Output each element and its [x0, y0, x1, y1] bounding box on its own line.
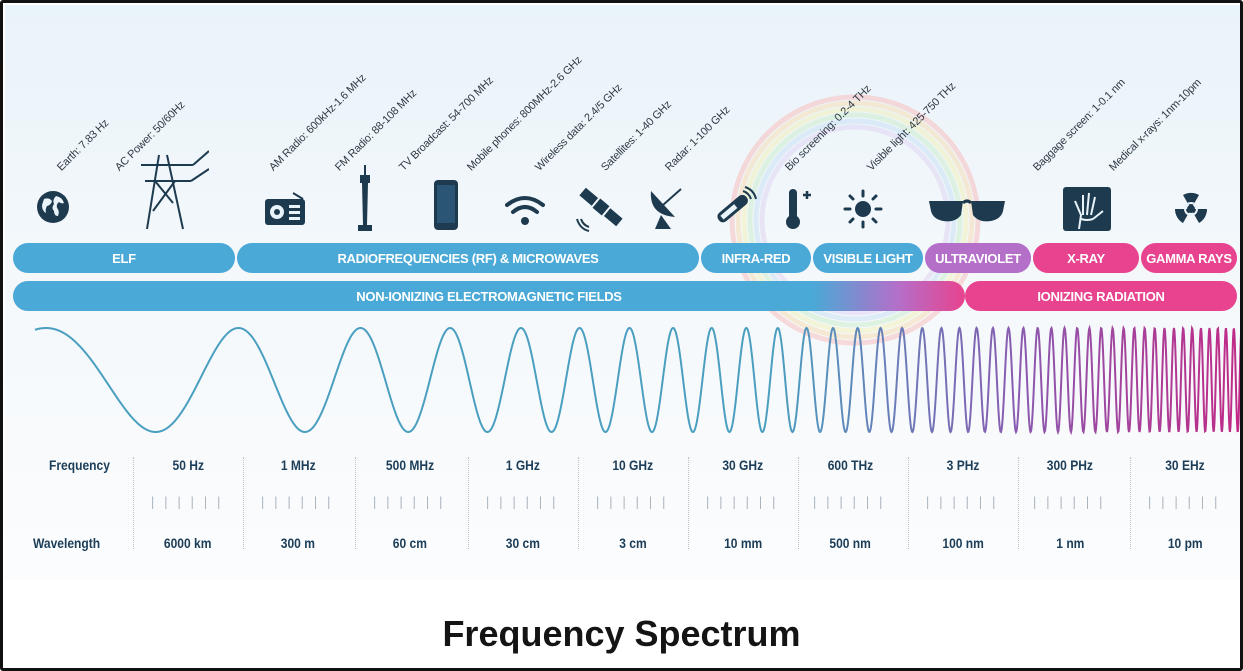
band-radiofrequencies: RADIOFREQUENCIES (RF) & MICROWAVES	[237, 243, 699, 273]
freq-value: 500 MHz	[385, 457, 435, 473]
spectrum-panel: Earth: 7.83 Hz AC Power: 50/60Hz AM Radi…	[5, 5, 1240, 580]
column-separator	[133, 457, 134, 549]
band-infra-red: INFRA-RED	[701, 243, 811, 273]
globe-icon	[37, 191, 69, 223]
wavelength-row-label: Wavelength	[33, 535, 101, 551]
wavelength-value: 30 cm	[505, 535, 541, 551]
wifi-icon	[505, 196, 545, 225]
tick-marks: ||||||	[594, 495, 674, 509]
column-separator	[908, 457, 909, 549]
radar-dish-icon	[650, 188, 682, 229]
freq-value: 1 GHz	[505, 457, 541, 473]
wavelength-value: 3 cm	[619, 535, 647, 551]
tick-marks: ||||||	[811, 495, 891, 509]
column-separator	[1018, 457, 1019, 549]
tick-marks: ||||||	[704, 495, 784, 509]
sunglasses-icon	[929, 199, 1005, 222]
column-separator	[1130, 457, 1131, 549]
wavelength-value: 6000 km	[164, 535, 212, 551]
band-x-ray: X-RAY	[1033, 243, 1139, 273]
freq-value: 1 MHz	[280, 457, 316, 473]
band-ultraviolet: ULTRAVIOLET	[925, 243, 1031, 273]
column-separator	[355, 457, 356, 549]
tick-marks: ||||||	[1031, 495, 1111, 509]
category-ionizing: IONIZING RADIATION	[965, 281, 1237, 311]
power-tower-icon	[141, 150, 209, 230]
column-separator	[578, 457, 579, 549]
column-separator	[468, 457, 469, 549]
ir-thermometer-icon	[717, 186, 757, 223]
tick-marks: ||||||	[259, 495, 339, 509]
spectrum-wave	[34, 324, 1240, 436]
sun-icon	[843, 189, 883, 229]
tick-marks: ||||||	[484, 495, 564, 509]
freq-value: 10 GHz	[612, 457, 654, 473]
freq-value: 30 GHz	[722, 457, 764, 473]
tick-marks: ||||||	[924, 495, 1004, 509]
freq-value: 3 PHz	[946, 457, 980, 473]
column-separator	[798, 457, 799, 549]
wavelength-value: 300 m	[280, 535, 316, 551]
wavelength-value: 10 mm	[723, 535, 763, 551]
band-gamma-rays: GAMMA RAYS	[1141, 243, 1237, 273]
freq-value: 600 THz	[827, 457, 873, 473]
tick-marks: ||||||	[149, 495, 229, 509]
freq-value: 300 PHz	[1046, 457, 1094, 473]
xray-hand-icon	[1063, 187, 1111, 231]
page-title: Frequency Spectrum	[442, 613, 801, 654]
radiation-icon	[1174, 192, 1208, 223]
category-non-ionizing: NON-IONIZING ELECTROMAGNETIC FIELDS	[13, 281, 965, 311]
wavelength-value: 500 nm	[829, 535, 871, 551]
radio-icon	[265, 192, 305, 225]
tick-marks: ||||||	[1146, 495, 1226, 509]
wavelength-value: 1 nm	[1055, 535, 1085, 551]
wavelength-value: 100 nm	[942, 535, 984, 551]
freq-value: 30 EHz	[1165, 457, 1205, 473]
satellite-icon	[576, 187, 623, 232]
wavelength-value: 10 pm	[1167, 535, 1203, 551]
band-visible-light: VISIBLE LIGHT	[813, 243, 923, 273]
thermometer-icon	[786, 189, 811, 229]
band-elf: ELF	[13, 243, 235, 273]
freq-value: 50 Hz	[172, 457, 204, 473]
column-separator	[243, 457, 244, 549]
column-separator	[688, 457, 689, 549]
frequency-row-label: Frequency	[49, 457, 110, 473]
broadcast-tower-icon	[358, 165, 372, 231]
mobile-phone-icon	[434, 180, 458, 230]
tick-marks: ||||||	[371, 495, 451, 509]
wavelength-value: 60 cm	[392, 535, 428, 551]
